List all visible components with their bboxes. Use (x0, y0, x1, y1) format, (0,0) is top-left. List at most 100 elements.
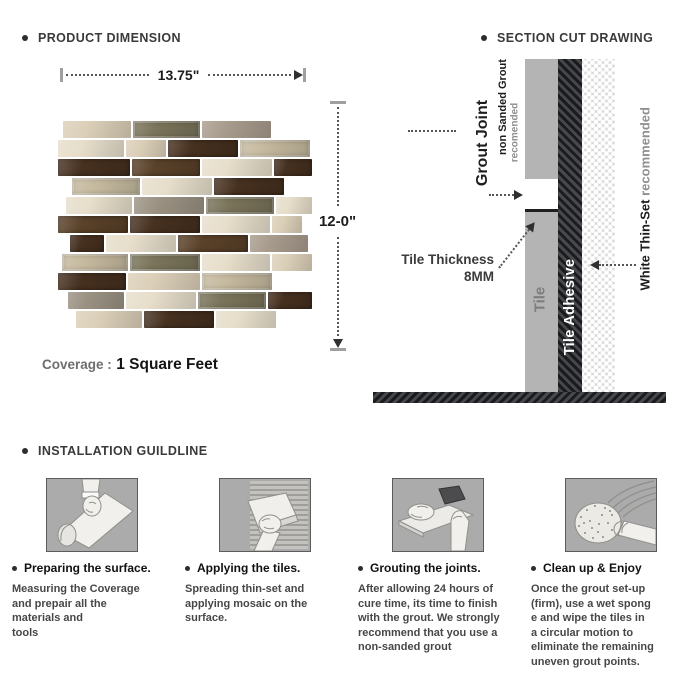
mosaic-tile (272, 254, 312, 271)
bullet-icon (185, 565, 190, 571)
mosaic-tile (106, 235, 176, 252)
mosaic-tile (178, 235, 248, 252)
mosaic-tile (276, 197, 312, 214)
tile-row (58, 159, 312, 176)
step-header: Grouting the joints. (358, 561, 517, 575)
mosaic-tile (76, 311, 142, 328)
installation-steps: Preparing the surface. Measuring the Cov… (12, 478, 690, 669)
installation-header: INSTALLATION GUILDLINE (22, 444, 207, 458)
mosaic-tile (202, 121, 271, 138)
dotted-line (208, 74, 292, 76)
thinset-arrow (590, 260, 636, 270)
bullet-icon (531, 565, 536, 571)
grout-note-line1: non Sanded Grout (497, 59, 509, 155)
step-title: Clean up & Enjoy (543, 561, 642, 575)
tile-thickness-value: 8MM (464, 268, 494, 284)
tile-label: Tile (531, 286, 549, 313)
arrow-left-icon (590, 260, 599, 270)
step-description: After allowing 24 hours of cure time, it… (358, 583, 500, 654)
sponge-cleanup-icon (565, 479, 656, 551)
section-title: INSTALLATION GUILDLINE (38, 444, 208, 458)
mosaic-tile (202, 273, 272, 290)
mosaic-tile (202, 159, 272, 176)
tile-row (58, 140, 312, 157)
tile-thickness-text: Tile Thickness (401, 252, 494, 267)
thinset-layer (582, 59, 615, 392)
section-title: PRODUCT DIMENSION (38, 31, 181, 45)
grout-note-line2: recomended (509, 102, 521, 163)
dimension-endbar (60, 68, 63, 82)
mosaic-tile (134, 197, 204, 214)
mosaic-tile (272, 216, 302, 233)
mosaic-tile (132, 159, 200, 176)
step-description: Measuring the Coverage and prepair all t… (12, 583, 140, 639)
bullet-icon (358, 565, 363, 571)
dimension-endbar (329, 101, 346, 104)
tile-layer-upper (525, 59, 558, 179)
step-illustration-box (391, 478, 484, 552)
section-cut-header: SECTION CUT DRAWING (481, 31, 653, 45)
dimension-endbar (303, 68, 307, 82)
mosaic-tile (130, 254, 200, 271)
mosaic-tile (216, 311, 276, 328)
coverage-label: Coverage : (42, 357, 112, 372)
dimension-endbar (329, 348, 346, 351)
mosaic-tile (70, 235, 104, 252)
mosaic-tile (168, 140, 238, 157)
step-title: Applying the tiles. (197, 561, 301, 575)
arrow-down-icon (332, 339, 343, 348)
arrow-right-icon (514, 190, 523, 200)
mosaic-tile (58, 159, 130, 176)
white-thinset-label: White Thin-Set recommended (638, 107, 653, 290)
dotted-line (599, 264, 636, 266)
step-header: Preparing the surface. (12, 561, 171, 575)
width-dimension-line: 13.75" (60, 67, 307, 83)
step-illustration-box (45, 478, 138, 552)
prepare-surface-icon (46, 479, 137, 551)
step-grouting: Grouting the joints. After allowing 24 h… (358, 478, 517, 669)
tile-adhesive-layer (558, 59, 582, 403)
mosaic-tile (62, 254, 128, 271)
bullet-icon (12, 565, 17, 571)
dotted-line (336, 107, 339, 206)
tile-row (58, 178, 312, 195)
mosaic-tile (58, 216, 128, 233)
apply-trowel-icon (219, 479, 310, 551)
step-title: Preparing the surface. (24, 561, 151, 575)
tile-row (58, 216, 312, 233)
mosaic-tile (72, 178, 140, 195)
tile-row (58, 197, 312, 214)
dotted-line (336, 237, 339, 336)
dotted-line (489, 194, 514, 196)
floor-hatch (373, 392, 666, 403)
mosaic-tile (214, 178, 284, 195)
mosaic-tile (274, 159, 312, 176)
bullet-icon (22, 35, 28, 41)
product-dimension-header: PRODUCT DIMENSION (22, 31, 181, 45)
grout-float-icon (392, 479, 483, 551)
mosaic-tile (198, 292, 266, 309)
tile-row (58, 292, 312, 309)
tile-row (58, 121, 312, 138)
step-cleanup: Clean up & Enjoy Once the grout set-up (… (531, 478, 690, 669)
mosaic-tile (144, 311, 214, 328)
mosaic-tile (63, 121, 131, 138)
tile-thickness-label: Tile Thickness 8MM (388, 252, 494, 286)
tile-row (58, 235, 312, 252)
step-description: Once the grout set-up (firm), use a wet … (531, 583, 654, 668)
tile-row (58, 273, 312, 290)
step-illustration-box (564, 478, 657, 552)
mosaic-tile (202, 216, 270, 233)
mosaic-tile (66, 197, 132, 214)
bullet-icon (22, 448, 28, 454)
grout-joint-label: Grout Joint (474, 99, 491, 187)
step-description: Spreading thin-set and applying mosaic o… (185, 583, 308, 625)
mosaic-tile (268, 292, 312, 309)
mosaic-tile (126, 140, 166, 157)
section-title: SECTION CUT DRAWING (497, 31, 654, 45)
width-dimension-label: 13.75" (157, 67, 200, 83)
grout-joint-arrow (489, 190, 523, 200)
tile-row (58, 254, 312, 271)
mosaic-tile (250, 235, 308, 252)
